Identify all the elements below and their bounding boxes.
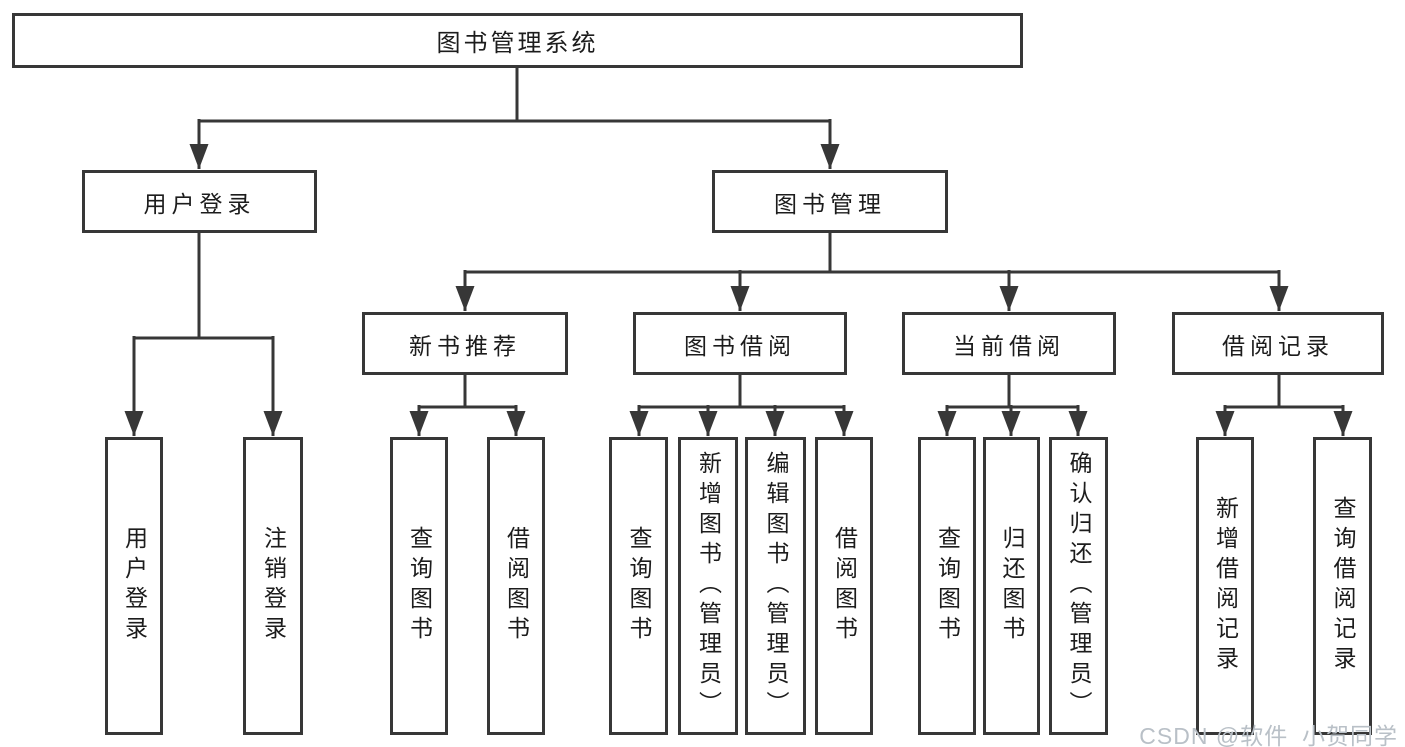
leaf-current-query-books: 查询图书 xyxy=(918,437,976,735)
connector-borrow-records-branch xyxy=(1215,373,1353,436)
connector-book-borrow-branch xyxy=(629,373,854,436)
leaf-borrow-borrow-books: 借阅图书 xyxy=(815,437,873,735)
leaf-borrow-query-books: 查询图书 xyxy=(609,437,668,735)
connector-root-to-level2 xyxy=(189,66,840,169)
leaf-records-query-record: 查询借阅记录 xyxy=(1313,437,1372,735)
connector-new-book-branch xyxy=(409,373,526,436)
watermark: CSDN @软件_小贺同学 xyxy=(1139,723,1398,747)
connector-user-login-branch xyxy=(124,231,283,436)
node-book-management: 图书管理 xyxy=(712,170,948,233)
leaf-records-add-record: 新增借阅记录 xyxy=(1196,437,1254,735)
leaf-current-return-books: 归还图书 xyxy=(983,437,1040,735)
leaf-current-confirm-return-admin: 确认归还（管理员） xyxy=(1049,437,1108,735)
node-root-system: 图书管理系统 xyxy=(12,13,1023,68)
connector-book-management-branch xyxy=(455,231,1289,311)
connector-current-borrow-branch xyxy=(937,373,1088,436)
node-user-login: 用户登录 xyxy=(82,170,317,233)
leaf-borrow-edit-books-admin: 编辑图书（管理员） xyxy=(745,437,806,735)
node-new-book-recommend: 新书推荐 xyxy=(362,312,568,375)
leaf-newbook-borrow-books: 借阅图书 xyxy=(487,437,545,735)
leaf-user-login: 用户登录 xyxy=(105,437,163,735)
node-book-borrow: 图书借阅 xyxy=(633,312,847,375)
leaf-logout: 注销登录 xyxy=(243,437,303,735)
leaf-borrow-add-books-admin: 新增图书（管理员） xyxy=(678,437,738,735)
node-current-borrow: 当前借阅 xyxy=(902,312,1116,375)
leaf-newbook-query-books: 查询图书 xyxy=(390,437,448,735)
node-borrow-records: 借阅记录 xyxy=(1172,312,1384,375)
